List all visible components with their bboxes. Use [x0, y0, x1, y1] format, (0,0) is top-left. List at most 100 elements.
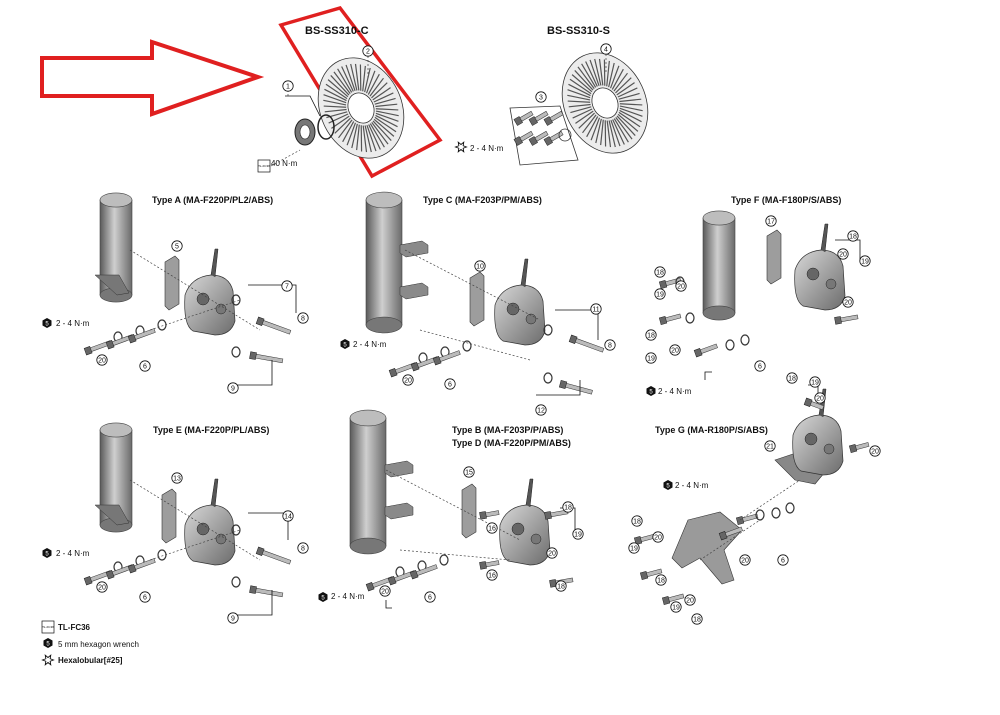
callout-circle	[684, 594, 696, 606]
caliper-hose	[210, 478, 219, 508]
callout-circle	[96, 581, 108, 593]
rotor-slot	[619, 103, 643, 106]
rotor-slot	[612, 119, 625, 145]
rotor-slot	[567, 94, 591, 101]
rotor-slot	[570, 106, 592, 114]
bracket-line	[704, 371, 712, 380]
rotor-bolt	[528, 130, 549, 146]
callout-20: 20	[869, 445, 881, 457]
rotor-slot	[362, 125, 368, 153]
rotor-slot	[619, 98, 642, 103]
bolt-head	[409, 570, 419, 580]
caliper-piston	[530, 533, 542, 545]
rotor-slot	[371, 122, 389, 145]
rotor-slot	[364, 67, 371, 93]
callout-6: 6	[444, 378, 456, 390]
type-a-dropout	[94, 274, 130, 296]
rotor-slot	[598, 58, 604, 86]
callout-circle	[691, 613, 703, 625]
type-a-hex-icon: 5	[42, 318, 52, 328]
tool-tl-fc36-icon: TL-FC36	[257, 159, 271, 173]
callout-circle	[297, 542, 309, 554]
caliper-body	[184, 504, 236, 566]
rotor-slot	[571, 74, 593, 93]
bolt-head	[639, 571, 649, 580]
type-f-washer	[725, 339, 735, 351]
callout-6: 6	[754, 360, 766, 372]
type-a-washer	[157, 319, 167, 331]
type-a-pad-bolt	[255, 316, 292, 335]
rotor-slot	[375, 114, 398, 128]
callout-number: 20	[98, 358, 106, 365]
callout-circle	[754, 360, 766, 372]
rotor-slot	[616, 82, 635, 96]
rotor-slot	[374, 116, 397, 133]
legend-tool-label: TL-FC36	[58, 623, 90, 632]
callout-20: 20	[652, 531, 664, 543]
rotor-slot	[610, 119, 621, 147]
type-e-caliper	[184, 478, 236, 566]
rotor-slot	[581, 63, 597, 88]
rotor-slot	[611, 68, 624, 90]
callout-number: 20	[548, 551, 556, 558]
bolt-head	[528, 116, 538, 126]
caliper-hose	[525, 478, 534, 508]
hex-shape	[340, 339, 350, 349]
caliper-piston	[506, 302, 520, 316]
rotor-slot	[619, 105, 643, 112]
type-g-bolt	[848, 442, 870, 453]
callout-circle	[96, 354, 108, 366]
callout-8: 8	[604, 339, 616, 351]
bolt-shaft	[260, 549, 292, 565]
callout-3: 3	[535, 91, 547, 103]
callout-circle	[765, 215, 777, 227]
type-bd-washer	[439, 554, 449, 566]
callout-4: 4	[600, 43, 612, 55]
rotor-slot	[365, 70, 376, 94]
bolt-head	[568, 334, 578, 344]
callout-circle	[786, 372, 798, 384]
bolt-head	[513, 116, 523, 126]
rotor-slot	[617, 87, 638, 98]
callout-circle	[281, 280, 293, 292]
caliper-piston	[825, 278, 837, 290]
type-g-label: Type G (MA-R180P/S/ABS)	[655, 425, 768, 435]
rotor-slot	[375, 112, 399, 122]
type-g-bolt	[718, 526, 743, 541]
type-bd-caliper	[499, 478, 551, 566]
rotor-slot	[325, 83, 348, 100]
type-e-pad-bolt	[255, 546, 292, 565]
bolt-shaft	[260, 319, 292, 335]
callout-number: 16	[488, 526, 496, 533]
tool-text: TL-FC36	[258, 164, 270, 168]
fork-tube-top	[702, 210, 736, 226]
bolt-head	[718, 531, 728, 541]
hex-size: 5	[666, 484, 670, 490]
type-f-torque-label: 2 - 4 N·m	[658, 387, 692, 396]
bolt-shaft	[667, 593, 685, 603]
callout-7: 7	[281, 280, 293, 292]
callout-2: 2	[362, 45, 374, 57]
callout-circle	[837, 248, 849, 260]
type-c-mount-tabs	[399, 240, 429, 300]
rotor-slot	[590, 117, 601, 141]
callout-number: 6	[758, 364, 762, 371]
type-f-hex-icon: 5	[646, 386, 656, 396]
fork-tube-top	[99, 422, 133, 438]
rotor-slot	[373, 118, 395, 137]
callout-number: 17	[767, 219, 775, 226]
rotor-slot	[323, 94, 347, 104]
bolt-shaft	[484, 560, 500, 568]
type-e-washer	[231, 524, 241, 536]
callout-21: 21	[764, 440, 776, 452]
callout-number: 3	[539, 95, 543, 102]
rotor-hub	[591, 87, 619, 119]
rotor-slot	[575, 110, 594, 124]
callout-number: 21	[766, 444, 774, 451]
callout-circle	[362, 45, 374, 57]
callout-circle	[654, 266, 666, 278]
rotor-slot	[572, 108, 593, 119]
bolt-head	[544, 511, 552, 520]
bracket-line	[835, 239, 861, 260]
rotor-slot	[366, 124, 377, 152]
